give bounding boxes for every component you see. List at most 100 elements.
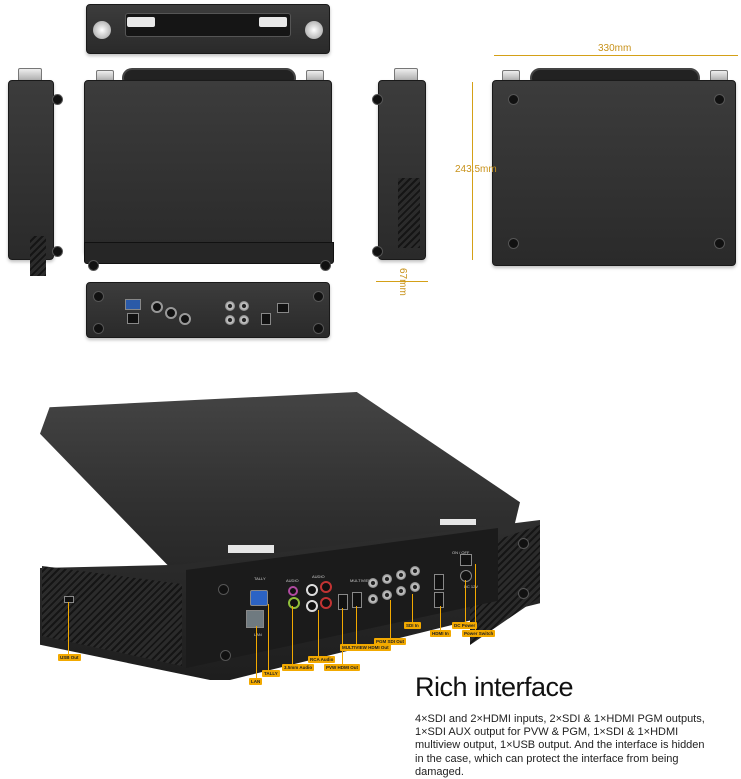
callout-hdmi-in: HDMI In <box>430 630 451 637</box>
audio-panel-label-2: AUDIO <box>312 574 325 579</box>
audio-35mm-jack <box>288 597 300 609</box>
lid-hinge-tab <box>228 545 274 553</box>
rear-screw <box>93 323 104 334</box>
callout-pvw-hdmi: PVW HDMI Out <box>324 664 360 671</box>
onoff-panel-label: ON / OFF <box>452 550 470 555</box>
rear-audio-jack <box>179 313 191 325</box>
callout-pgm-sdi: PGM SDI Out <box>374 638 406 645</box>
sdi-bnc-1 <box>368 578 378 588</box>
back-screw <box>714 238 725 249</box>
front-foot <box>320 260 331 271</box>
handle-bar-right <box>259 17 287 27</box>
rear-bnc-connector <box>225 301 235 311</box>
height-dimension-line <box>472 82 473 260</box>
sdiin-lead <box>412 594 413 622</box>
pvw-hdmi-port <box>338 594 348 610</box>
power-lead <box>475 564 476 630</box>
width-dimension-label: 330mm <box>598 43 632 54</box>
headline: Rich interface <box>415 672 574 702</box>
back-screw <box>714 94 725 105</box>
multiview-panel-label: MULTIVIEW <box>350 578 372 583</box>
rca-audio-white <box>306 584 318 596</box>
sdi-bnc-6 <box>382 590 392 600</box>
width-dimension-line <box>494 55 738 56</box>
sdi-bnc-3 <box>396 570 406 580</box>
dc-lead <box>465 580 466 622</box>
sdi-bnc-5 <box>368 594 378 604</box>
audio-35mm-jack-pink <box>288 586 298 596</box>
height-dimension-label: 243.5mm <box>455 164 497 175</box>
side-screw <box>52 246 63 257</box>
vga-tally-port <box>250 590 268 606</box>
device-rear-port-view <box>86 282 330 338</box>
usb-port <box>64 596 74 603</box>
tally-panel-label: TALLY <box>254 576 266 581</box>
callout-usb-out: USB Out <box>58 654 81 661</box>
rear-screw <box>313 291 324 302</box>
rca-lead <box>318 610 319 656</box>
sdi-bnc-4 <box>410 566 420 576</box>
device-top-view <box>86 4 330 54</box>
description: 4×SDI and 2×HDMI inputs, 2×SDI & 1×HDMI … <box>415 713 705 778</box>
usb-lead <box>68 602 69 654</box>
side-screw <box>372 94 383 105</box>
side-screw <box>52 94 63 105</box>
panel-screw <box>518 588 529 599</box>
callout-35mm-audio: 3.5mm Audio <box>282 664 315 671</box>
panel-screw <box>220 650 231 661</box>
front-base <box>84 242 334 264</box>
lan-panel-label: LAN <box>254 632 262 637</box>
multiview-lead <box>356 606 357 644</box>
rear-vga-port <box>125 299 141 310</box>
rear-power-switch <box>277 303 289 313</box>
depth-dimension-label: 67mm <box>397 268 408 296</box>
callout-power-switch: Power Switch <box>462 630 496 637</box>
callout-tally: TALLY <box>262 670 280 677</box>
sdi-bnc-8 <box>410 582 420 592</box>
rear-bnc-connector <box>225 315 235 325</box>
depth-dimension-line <box>376 281 428 282</box>
power-switch <box>460 554 472 566</box>
front-panel <box>84 80 332 254</box>
rear-bnc-connector <box>239 315 249 325</box>
top-knob-right <box>305 21 323 39</box>
lan-lead <box>256 626 257 678</box>
device-right-side-view <box>372 68 432 266</box>
device-left-side-view <box>4 68 63 276</box>
hdmiin-lead <box>440 606 441 630</box>
sdi-bnc-2 <box>382 574 392 584</box>
rca-audio-white-2 <box>306 600 318 612</box>
callout-dc-power: DC Power <box>452 622 478 629</box>
panel-screw <box>218 584 229 595</box>
audio35-lead <box>292 606 293 664</box>
pgm-lead <box>390 600 391 638</box>
callout-multiview: MULTIVIEW HDMI Out <box>340 644 391 651</box>
front-foot <box>88 260 99 271</box>
back-panel <box>492 80 736 266</box>
rear-hdmi-port <box>261 313 271 325</box>
rca-audio-red <box>320 581 332 593</box>
multiview-hdmi-port <box>352 592 362 608</box>
device-back-view <box>492 68 738 268</box>
back-screw <box>508 94 519 105</box>
callout-rca-audio: RCA Audio <box>308 656 336 663</box>
rear-screw <box>93 291 104 302</box>
lan-port <box>246 610 264 628</box>
sdi-bnc-7 <box>396 586 406 596</box>
pvw-lead <box>342 608 343 664</box>
rca-audio-red-2 <box>320 597 332 609</box>
panel-screw <box>518 538 529 549</box>
rear-audio-jack <box>165 307 177 319</box>
left-side-panel <box>8 80 54 260</box>
callout-sdi-in: SDI In <box>404 622 421 629</box>
hdmi-in-port-2 <box>434 592 444 608</box>
audio-panel-label-1: AUDIO <box>286 578 299 583</box>
hdmi-in-port <box>434 574 444 590</box>
rear-bnc-connector <box>239 301 249 311</box>
back-screw <box>508 238 519 249</box>
dc-power-port <box>460 570 472 582</box>
rear-lan-port <box>127 313 139 324</box>
right-side-vent <box>398 178 420 248</box>
side-screw <box>372 246 383 257</box>
device-front-view <box>84 68 334 271</box>
